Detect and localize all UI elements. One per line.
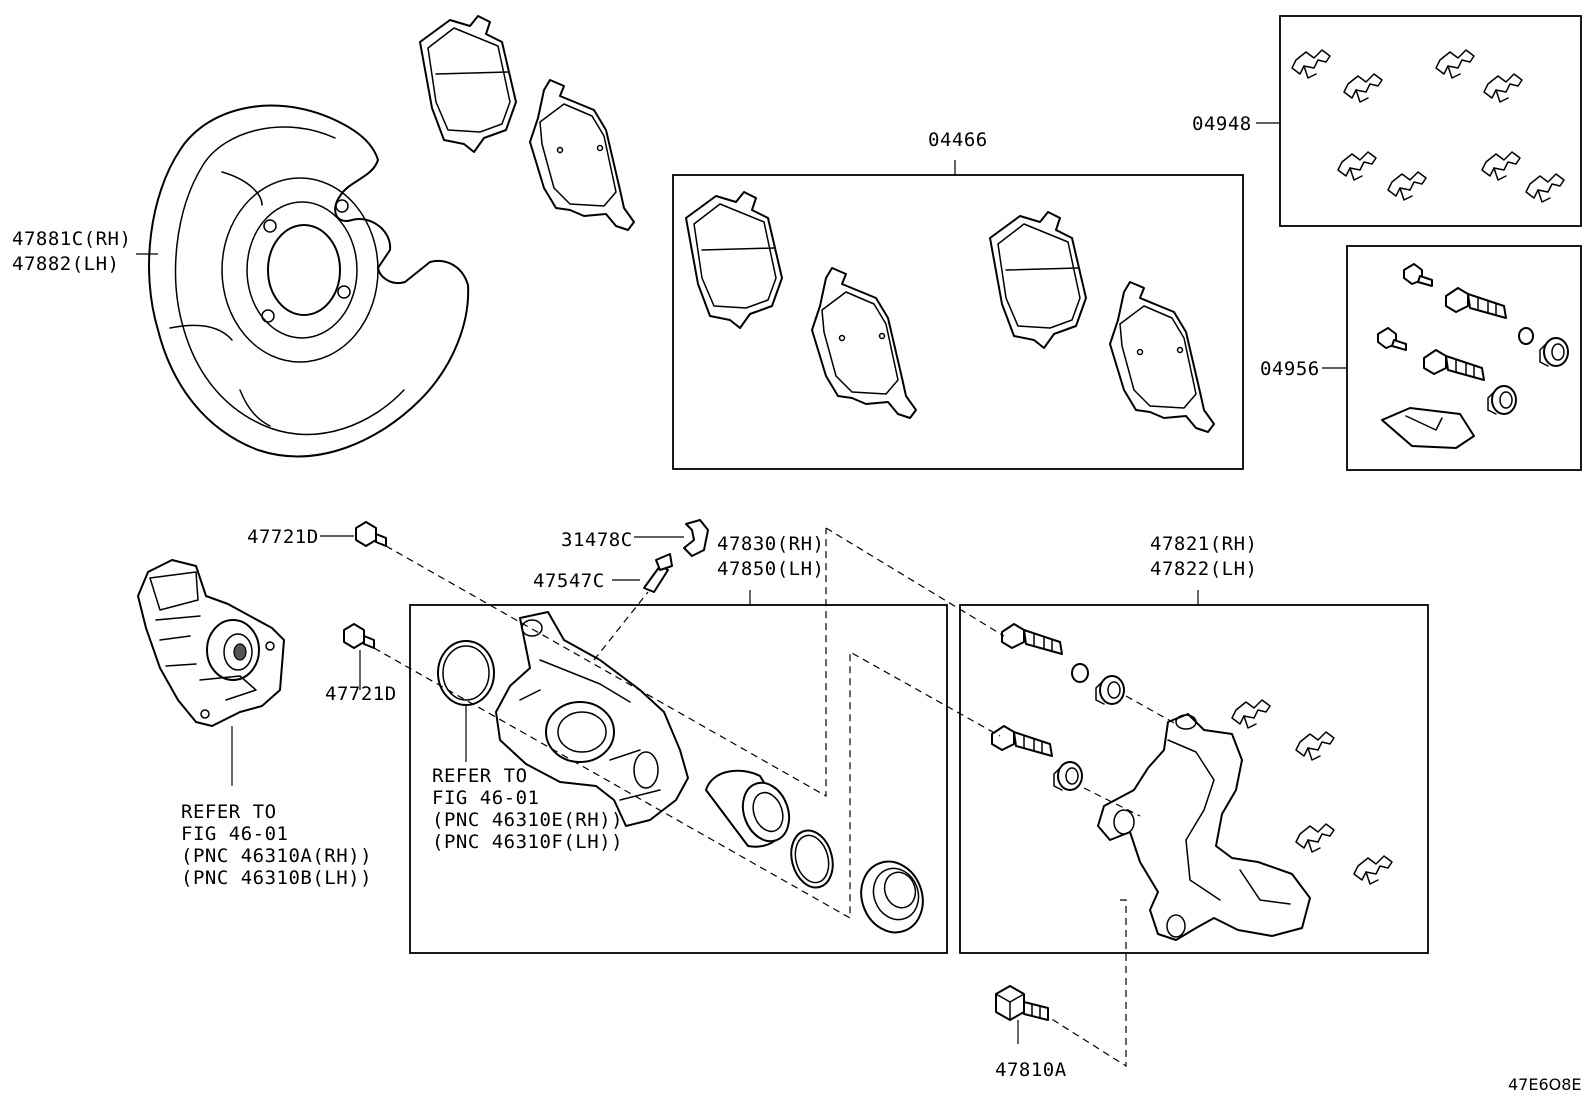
slide-pin-lower [991,725,1053,757]
caliper-bolt-middle [343,623,375,649]
svg-text:(PNC 46310F(LH)): (PNC 46310F(LH)) [432,831,623,853]
caliper-body [495,611,689,827]
caliper-mounting-bracket [1097,713,1311,941]
label-caliper-rh: 47830(RH) [717,533,824,555]
label-mounting-bolt: 47810A [995,1059,1067,1081]
svg-text:FIG 46-01: FIG 46-01 [181,823,288,845]
pad-kit-shim-2 [1109,281,1215,433]
bleeder-screw [643,553,673,593]
caliper-seal [437,640,495,706]
label-pad-kit: 04466 [928,129,988,151]
label-mounting-lh: 47822(LH) [1150,558,1257,580]
label-mounting-rh: 47821(RH) [1150,533,1257,555]
parking-brake-motor [137,559,285,727]
cylinder-kit-parts [1377,263,1569,449]
boot-lower [1053,761,1083,791]
label-bleeder-cap: 31478C [561,529,633,551]
refer-note-caliper: REFER TO FIG 46-01 (PNC 46310E(RH)) (PNC… [432,765,623,853]
clip-kit-clips [1291,49,1565,203]
label-bleeder: 47547C [533,570,605,592]
cylinder-kit-box [1346,245,1582,471]
leader-lines [136,122,1347,1044]
boot-upper [1095,675,1125,705]
mounting-clips [1231,699,1393,885]
label-shield-lh: 47882(LH) [12,253,119,275]
mounting-box [959,604,1429,954]
label-bolt-middle: 47721D [325,683,397,705]
dust-shield [148,104,470,458]
caliper-box [409,604,948,954]
label-clip-kit: 04948 [1192,113,1252,135]
caliper-bolt-top [355,521,387,547]
pad-kit-shim-1 [811,267,917,419]
svg-text:(PNC 46310E(RH)): (PNC 46310E(RH)) [432,809,623,831]
pad-kit-pad-2 [989,211,1087,349]
pad-kit-pad-1 [685,191,783,329]
anti-squeal-shim-loose [529,79,635,231]
label-caliper-lh: 47850(LH) [717,558,824,580]
label-cylinder-kit: 04956 [1260,358,1320,380]
piston-seal [790,829,834,889]
refer-note-motor: REFER TO FIG 46-01 (PNC 46310A(RH)) (PNC… [181,801,372,889]
piston-boot [860,860,924,934]
svg-text:FIG 46-01: FIG 46-01 [432,787,539,809]
svg-text:REFER TO: REFER TO [181,801,277,823]
clip-kit-box [1279,15,1582,227]
assembly-lines [373,527,1177,1068]
svg-text:REFER TO: REFER TO [432,765,528,787]
svg-text:(PNC 46310B(LH)): (PNC 46310B(LH)) [181,867,372,889]
label-bolt-top: 47721D [247,526,319,548]
pad-kit-box [672,174,1244,470]
bleeder-cap [683,519,709,557]
bushing [1071,663,1089,683]
mounting-bolt [995,985,1049,1021]
slide-pin-upper [1001,623,1063,655]
svg-text:(PNC 46310A(RH)): (PNC 46310A(RH)) [181,845,372,867]
caliper-piston [705,769,791,848]
brake-pad-loose [419,15,517,153]
label-shield-rh: 47881C(RH) [12,228,131,250]
figure-code: 47E6O8E [1508,1075,1582,1094]
